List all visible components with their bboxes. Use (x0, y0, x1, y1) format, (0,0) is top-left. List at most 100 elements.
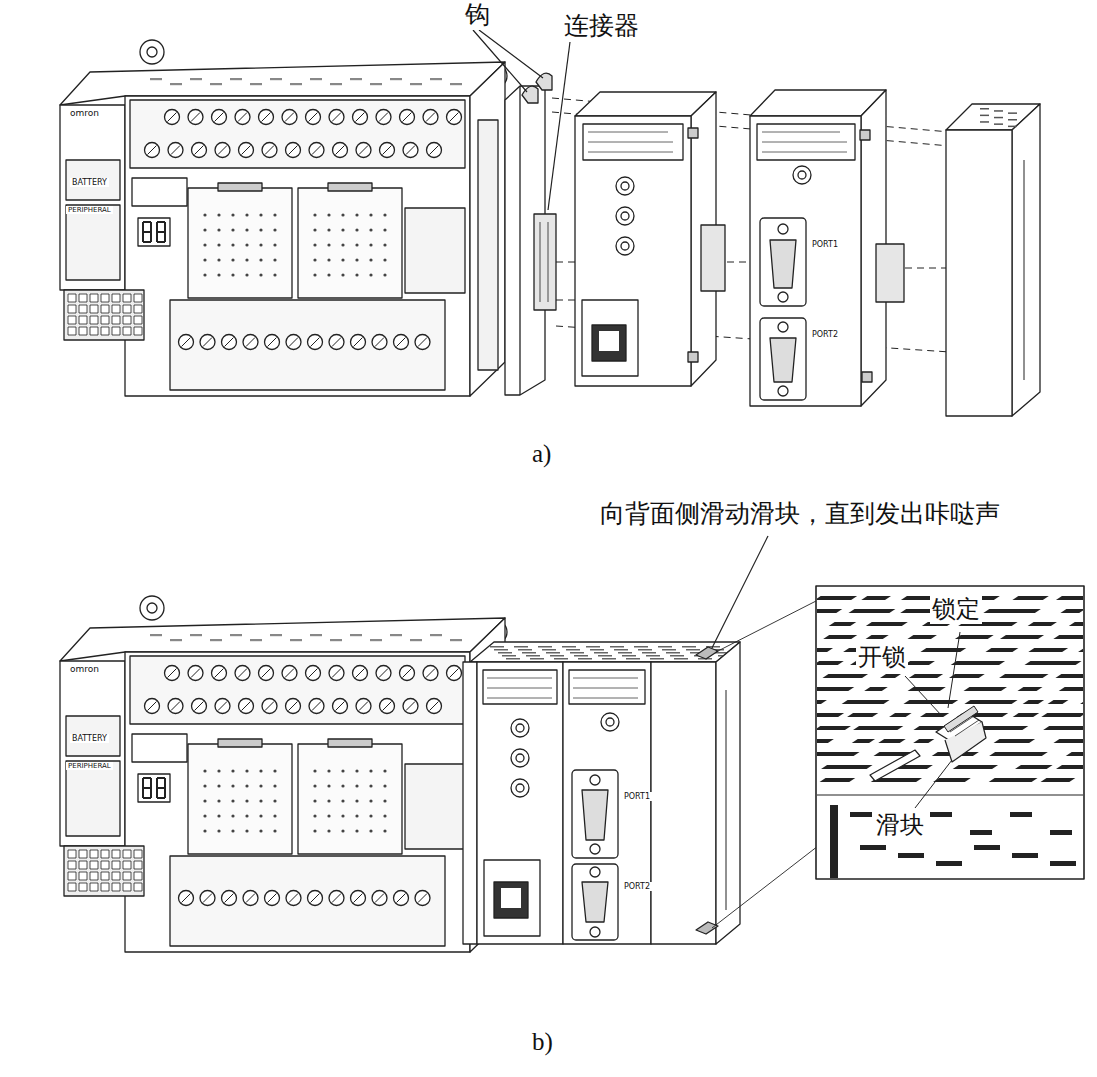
vent-slot (586, 646, 600, 648)
inset-bar (964, 700, 1017, 704)
inset-bar (1010, 812, 1032, 817)
panel-marking: omron (68, 664, 101, 674)
callout-label: 钩 (463, 1, 492, 30)
inset-bar (1053, 635, 1083, 639)
inset-bar (953, 765, 998, 769)
vent-slot (618, 652, 632, 654)
vent-slot (566, 649, 580, 651)
inset-bar (820, 778, 856, 782)
vent-slot (610, 646, 624, 648)
inset-bar (822, 674, 868, 678)
inset-bar (1055, 674, 1083, 678)
vent-slot (502, 655, 516, 657)
inset-bar (861, 596, 891, 600)
inset-bar (949, 674, 985, 678)
inset-bar (1017, 687, 1042, 691)
inset-bar (1028, 622, 1057, 626)
vent-slot (674, 658, 688, 660)
callout-label: b) (530, 1028, 555, 1057)
inset-bar (1053, 739, 1083, 743)
vent-slot (602, 658, 616, 660)
inset-bar (848, 609, 895, 613)
vent-slot (634, 646, 648, 648)
vent-slot (494, 649, 508, 651)
vent-slot (570, 652, 584, 654)
inset-bar (1080, 700, 1083, 704)
callout-label: 滑块 (874, 812, 926, 840)
inset-bar (1050, 861, 1076, 866)
inset-bar (904, 661, 935, 665)
inset-bar (817, 752, 860, 756)
vent-slot (542, 649, 556, 651)
vent-slot (994, 123, 1003, 125)
inset-bar (994, 739, 1036, 743)
inset-bar (913, 739, 934, 743)
vent-slot (642, 652, 656, 654)
callout-label: a) (530, 440, 553, 469)
inset-bar (1056, 765, 1083, 769)
inset-bar (817, 661, 844, 665)
vent-slot (614, 649, 628, 651)
vent-slot (1008, 119, 1017, 121)
vent-slot (498, 652, 512, 654)
inset-bar (817, 648, 833, 652)
panel-marking: PORT2 (622, 882, 652, 891)
vent-slot (554, 658, 568, 660)
inset-bar (1013, 713, 1040, 717)
vent-slot (670, 655, 684, 657)
inset-bar (850, 812, 872, 817)
inset-bar (1069, 622, 1083, 626)
inset-bar (817, 687, 854, 691)
vent-slot (574, 655, 588, 657)
vent-slot (1008, 112, 1017, 114)
panel-marking: PORT1 (810, 240, 840, 249)
inset-bar (1050, 830, 1072, 835)
inset-bar (1041, 713, 1083, 717)
vent-slot (994, 117, 1003, 119)
inset-bar (1043, 726, 1083, 730)
inset-bar (829, 622, 857, 626)
vent-slot (598, 655, 612, 657)
vent-slot (490, 646, 504, 648)
inset-bar (909, 674, 943, 678)
inset-bar (821, 765, 872, 769)
inset-bar (1000, 635, 1044, 639)
inset-bar (1023, 700, 1044, 704)
inset-bar (1078, 648, 1083, 652)
inset-bar (853, 726, 903, 730)
inset-bar (1015, 765, 1053, 769)
inset-bar (989, 778, 1038, 782)
inset-bar (889, 713, 912, 717)
inset-bar (985, 648, 1018, 652)
inset-bar (955, 635, 994, 639)
callout-label: 锁定 (930, 596, 982, 624)
vent-slot (594, 652, 608, 654)
vent-slot (622, 655, 636, 657)
panel-marking: PORT2 (810, 330, 840, 339)
inset-bar (898, 853, 924, 858)
callout-label: 向背面侧滑动滑块，直到发出咔哒声 (598, 500, 1002, 529)
inset-bar (908, 687, 946, 691)
inset-bar (907, 635, 937, 639)
inset-bar (817, 596, 857, 600)
vent-slot (682, 646, 696, 648)
inset-bar (1024, 661, 1081, 665)
vent-slot (530, 658, 544, 660)
vent-slot (1008, 126, 1017, 128)
inset-bar (920, 713, 949, 717)
inset-bar (999, 674, 1048, 678)
inset-bar (880, 674, 901, 678)
vent-slot (522, 652, 536, 654)
vent-slot (980, 115, 989, 117)
inset-bar (817, 713, 844, 717)
inset-bar (823, 635, 857, 639)
inset-bar (866, 622, 908, 626)
panel-marking: omron (68, 108, 101, 118)
vent-slot (550, 655, 564, 657)
vent-slot (980, 121, 989, 123)
inset-bar (847, 713, 878, 717)
inset-bar (1066, 752, 1083, 756)
vent-slot (526, 655, 540, 657)
vent-slot (666, 652, 680, 654)
